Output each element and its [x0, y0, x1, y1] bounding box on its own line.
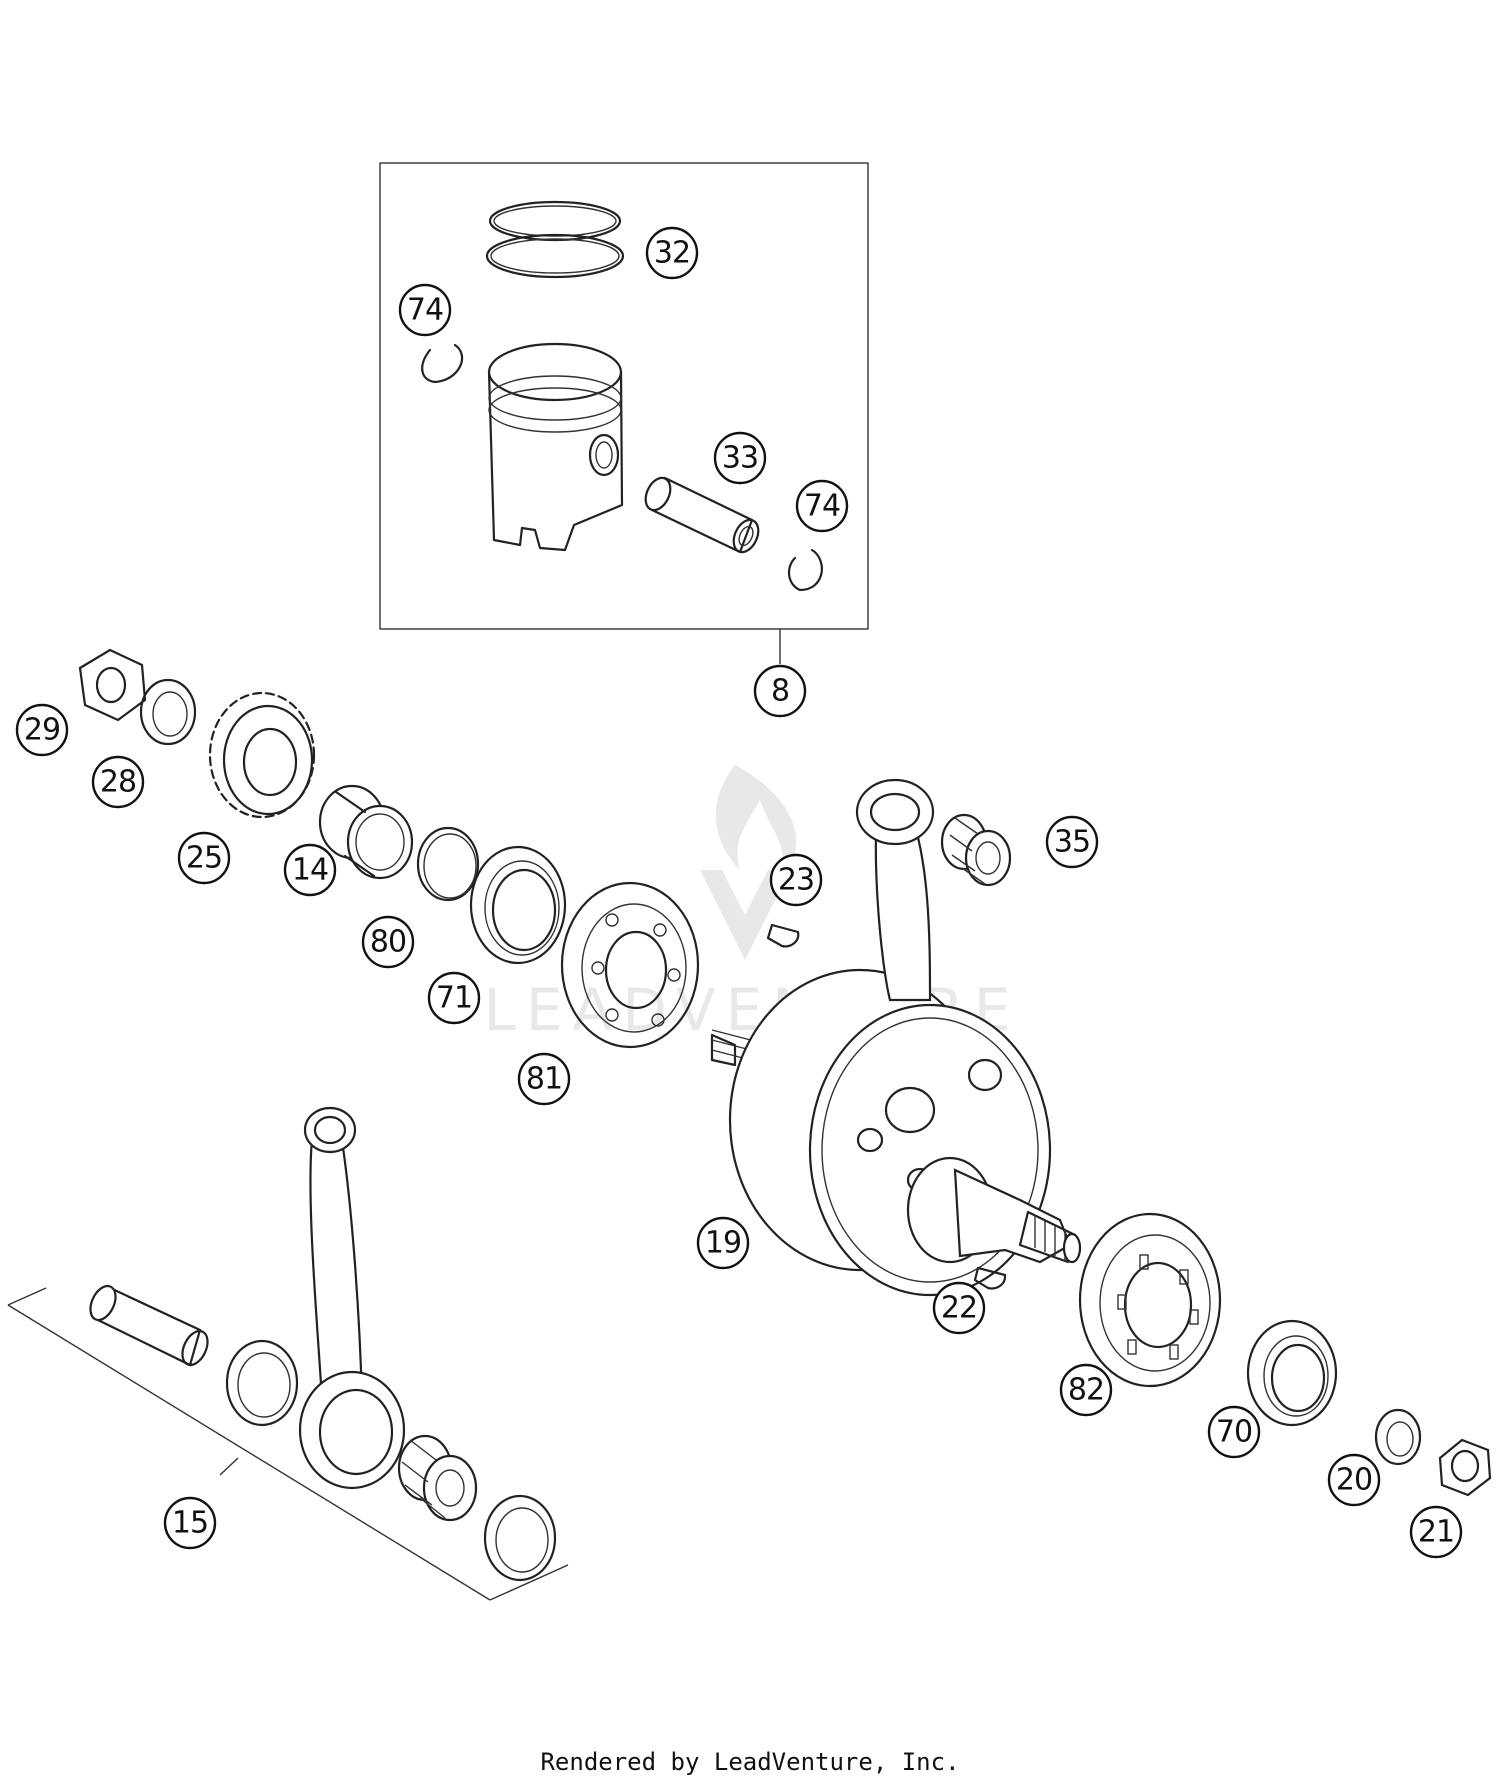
piston-rings: [485, 200, 625, 279]
callout-81[interactable]: 81: [517, 1052, 571, 1106]
svg-text:74: 74: [804, 489, 840, 524]
svg-text:74: 74: [407, 293, 443, 328]
callout-29[interactable]: 29: [15, 703, 69, 757]
callout-23[interactable]: 23: [769, 853, 823, 907]
callout-74-left[interactable]: 74: [398, 283, 452, 337]
crankshaft-assembly: [710, 778, 1082, 1297]
callout-19[interactable]: 19: [696, 1216, 750, 1270]
piston-pin: [644, 476, 760, 554]
callout-71[interactable]: 71: [427, 971, 481, 1025]
svg-text:21: 21: [1418, 1515, 1454, 1550]
svg-text:81: 81: [526, 1062, 562, 1097]
svg-text:25: 25: [186, 841, 222, 876]
svg-text:33: 33: [722, 441, 758, 476]
circlip-right: [787, 548, 823, 592]
callout-74-right[interactable]: 74: [795, 479, 849, 533]
callout-35[interactable]: 35: [1045, 815, 1099, 869]
callout-82[interactable]: 82: [1059, 1363, 1113, 1417]
nut-29: [78, 648, 147, 722]
callout-25[interactable]: 25: [177, 831, 231, 885]
piston-kit-box: [379, 162, 869, 664]
callout-33[interactable]: 33: [713, 431, 767, 485]
svg-text:22: 22: [941, 1291, 977, 1326]
bushing-14: [318, 784, 414, 880]
callout-20[interactable]: 20: [1327, 1453, 1381, 1507]
shaft-seal-70: [1246, 1319, 1338, 1427]
svg-text:20: 20: [1336, 1463, 1372, 1498]
svg-text:23: 23: [778, 863, 814, 898]
callout-14[interactable]: 14: [283, 843, 337, 897]
washer-20: [1374, 1408, 1422, 1466]
bearing-81: [560, 881, 700, 1049]
callout-80[interactable]: 80: [361, 915, 415, 969]
circlip-left: [421, 343, 464, 384]
woodruff-key-22: [973, 1266, 1007, 1290]
svg-text:70: 70: [1216, 1415, 1252, 1450]
bearing-82: [1078, 1212, 1222, 1388]
washer-28: [139, 678, 197, 746]
callout-32[interactable]: 32: [645, 226, 699, 280]
svg-text:14: 14: [292, 853, 328, 888]
callout-8[interactable]: 8: [753, 664, 807, 718]
svg-text:35: 35: [1054, 825, 1090, 860]
footer-credit: Rendered by LeadVenture, Inc.: [540, 1748, 960, 1776]
svg-text:15: 15: [172, 1506, 208, 1541]
nut-21: [1438, 1438, 1492, 1497]
callout-21[interactable]: 21: [1409, 1505, 1463, 1559]
needle-bearing-35: [940, 813, 1012, 887]
svg-text:80: 80: [370, 925, 406, 960]
svg-text:32: 32: [654, 236, 690, 271]
svg-text:71: 71: [436, 981, 472, 1016]
woodruff-key-23: [766, 923, 800, 948]
svg-text:19: 19: [705, 1226, 741, 1261]
callout-28[interactable]: 28: [91, 755, 145, 809]
piston: [487, 342, 624, 552]
o-ring-80: [416, 826, 480, 902]
svg-text:29: 29: [24, 713, 60, 748]
connecting-rod-kit: [7, 1106, 569, 1601]
svg-text:28: 28: [100, 765, 136, 800]
callout-70[interactable]: 70: [1207, 1405, 1261, 1459]
gear-25: [208, 691, 316, 819]
svg-text:82: 82: [1068, 1373, 1104, 1408]
shaft-seal-71: [469, 845, 567, 965]
svg-text:8: 8: [771, 674, 789, 709]
callout-15[interactable]: 15: [163, 1496, 217, 1550]
callout-22[interactable]: 22: [932, 1281, 986, 1335]
